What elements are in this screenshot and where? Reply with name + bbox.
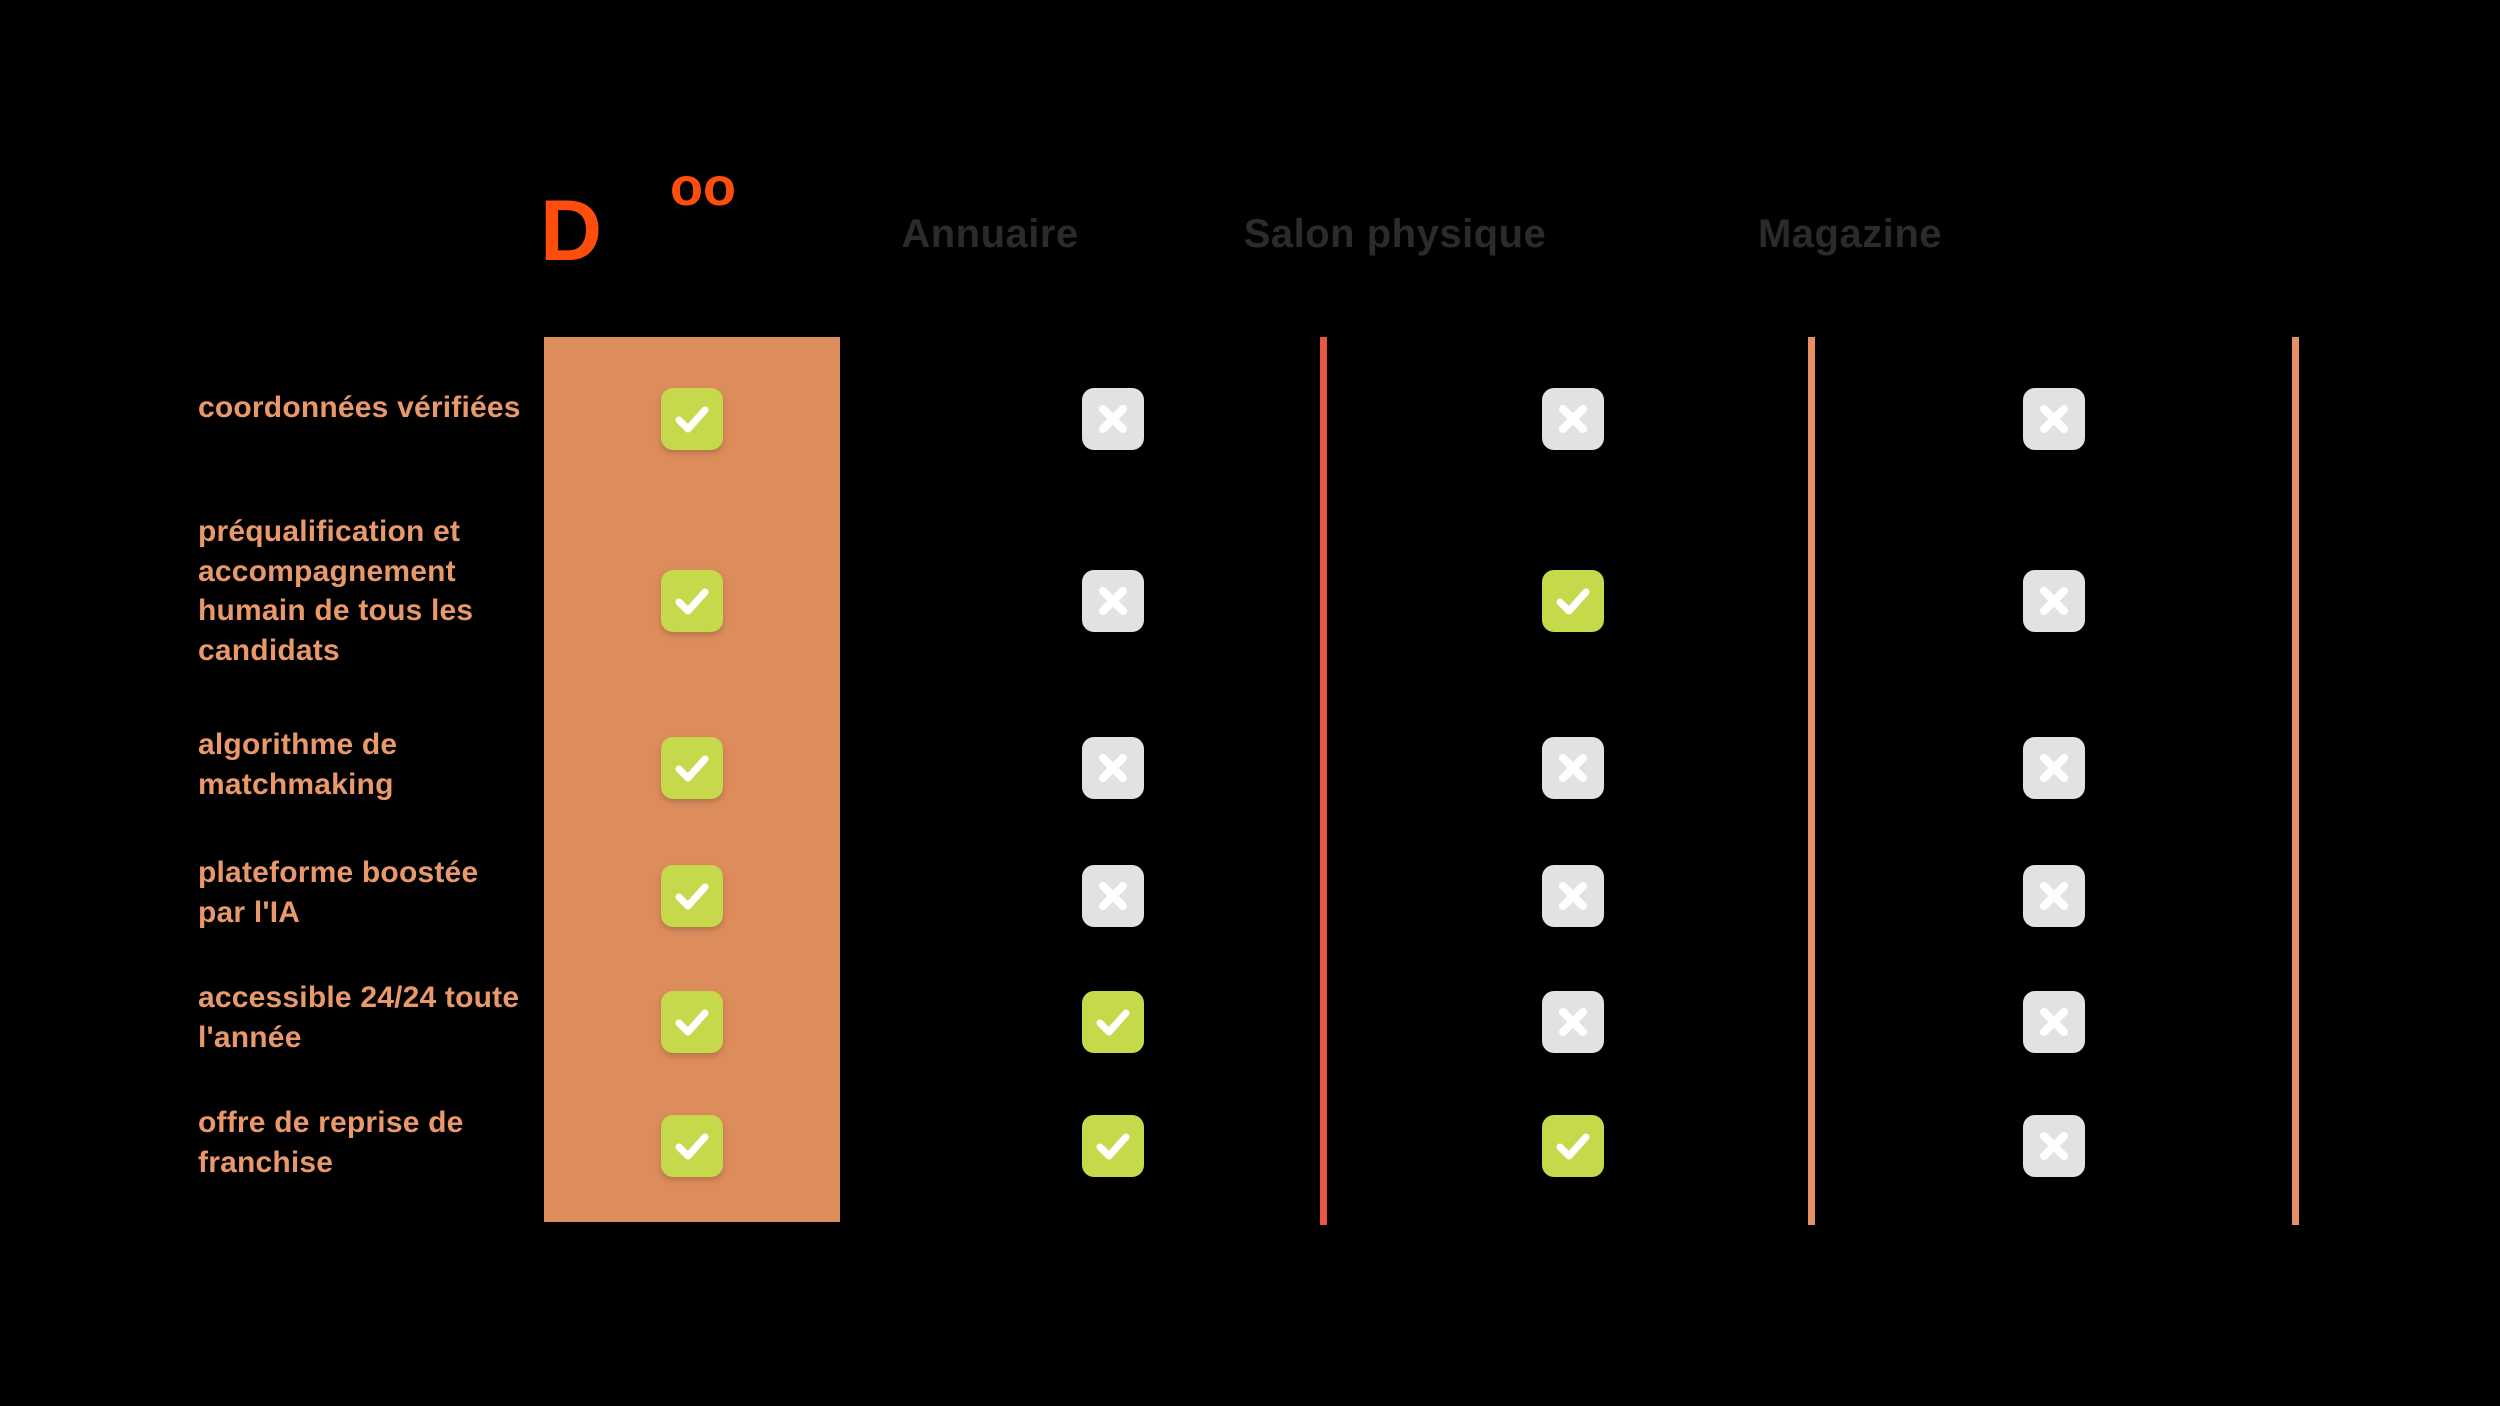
status-badge-offre-reprise-franchise-brand [661, 1115, 723, 1177]
status-badge-accessible-24-24-magazine [2023, 991, 2085, 1053]
cross-icon [1555, 1004, 1591, 1040]
cross-icon [1095, 583, 1131, 619]
row-label-algorithme-matchmaking: algorithme de matchmaking [198, 728, 398, 801]
cross-icon [2036, 1128, 2072, 1164]
row-label-coordonnees-verifiees: coordonnées vérifiées [198, 391, 521, 424]
check-icon [672, 876, 712, 916]
status-badge-algorithme-matchmaking-brand [661, 737, 723, 799]
status-badge-prequalification-annuaire [1082, 570, 1144, 632]
column-header-salon-physique: Salon physique [1243, 212, 1547, 256]
cross-icon [2036, 1004, 2072, 1040]
check-icon [672, 399, 712, 439]
check-icon [1553, 581, 1593, 621]
cross-icon [2036, 878, 2072, 914]
logo-main-text: D [540, 183, 602, 279]
cross-icon [1555, 401, 1591, 437]
status-badge-plateforme-ia-brand [661, 865, 723, 927]
row-label-prequalification: préqualification et accompagnement humai… [198, 515, 474, 667]
status-badge-coordonnees-verifiees-brand [661, 388, 723, 450]
column-header-annuaire: Annuaire [901, 212, 1079, 256]
row-label-accessible-24-24: accessible 24/24 toute l'année [198, 981, 520, 1054]
check-icon [672, 748, 712, 788]
status-badge-prequalification-magazine [2023, 570, 2085, 632]
cross-icon [1095, 878, 1131, 914]
status-badge-coordonnees-verifiees-annuaire [1082, 388, 1144, 450]
cross-icon [1555, 750, 1591, 786]
cross-icon [1555, 878, 1591, 914]
status-badge-offre-reprise-franchise-salon-physique [1542, 1115, 1604, 1177]
cross-icon [1095, 750, 1131, 786]
status-badge-accessible-24-24-salon-physique [1542, 991, 1604, 1053]
cross-icon [1095, 401, 1131, 437]
status-badge-offre-reprise-franchise-annuaire [1082, 1115, 1144, 1177]
status-badge-accessible-24-24-annuaire [1082, 991, 1144, 1053]
column-header-magazine: Magazine [1757, 212, 1943, 256]
status-badge-accessible-24-24-brand [661, 991, 723, 1053]
status-badge-plateforme-ia-annuaire [1082, 865, 1144, 927]
status-badge-coordonnees-verifiees-salon-physique [1542, 388, 1604, 450]
status-badge-plateforme-ia-magazine [2023, 865, 2085, 927]
check-icon [672, 1126, 712, 1166]
column-divider-1 [1320, 337, 1327, 1225]
status-badge-algorithme-matchmaking-salon-physique [1542, 737, 1604, 799]
status-badge-coordonnees-verifiees-magazine [2023, 388, 2085, 450]
status-badge-prequalification-brand [661, 570, 723, 632]
status-badge-algorithme-matchmaking-annuaire [1082, 737, 1144, 799]
status-badge-prequalification-salon-physique [1542, 570, 1604, 632]
column-divider-3 [2292, 337, 2299, 1225]
cross-icon [2036, 583, 2072, 619]
status-badge-algorithme-matchmaking-magazine [2023, 737, 2085, 799]
logo-superscript-text: oo [670, 157, 736, 217]
cross-icon [2036, 401, 2072, 437]
check-icon [672, 1002, 712, 1042]
cross-icon [2036, 750, 2072, 786]
brand-logo[interactable]: D oo [540, 157, 850, 274]
check-icon [1093, 1126, 1133, 1166]
check-icon [1553, 1126, 1593, 1166]
row-label-plateforme-ia: plateforme boostée par l'IA [198, 856, 479, 929]
column-divider-2 [1808, 337, 1815, 1225]
check-icon [1093, 1002, 1133, 1042]
check-icon [672, 581, 712, 621]
row-label-offre-reprise-franchise: offre de reprise de franchise [198, 1106, 464, 1179]
status-badge-plateforme-ia-salon-physique [1542, 865, 1604, 927]
status-badge-offre-reprise-franchise-magazine [2023, 1115, 2085, 1177]
